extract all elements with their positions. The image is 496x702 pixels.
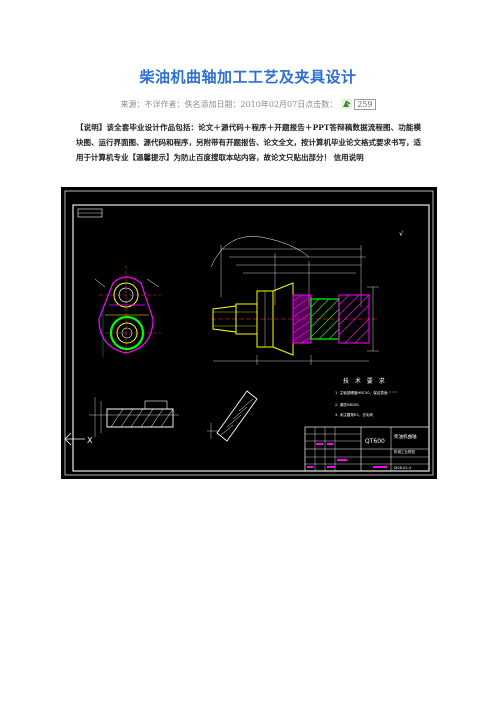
part-name: 柴油机曲轴	[394, 433, 417, 440]
hit-counter-icon	[341, 99, 353, 109]
meta-text: 来源：不详作者：佚名添加日期：2010年02月07日点击数：	[120, 100, 338, 109]
page-title: 柴油机曲轴加工工艺及夹具设计	[139, 68, 357, 86]
tech-req-title: 技 术 要 求	[343, 377, 387, 385]
axis-marker: X	[64, 432, 93, 446]
section-view-b	[207, 390, 258, 442]
tech-req-line-1: 1. 主轴颈硬度HRC50，保证表面 ^^^	[335, 390, 398, 395]
axis-label: X	[87, 436, 93, 445]
article-description: 【说明】该全套毕业设计作品包括：论文＋源代码＋程序＋开题报告＋PPT答辩稿数据流…	[76, 123, 421, 162]
cad-drawing-image: √	[61, 187, 437, 479]
section-view-a	[89, 397, 179, 437]
drawing-outer-border	[64, 190, 434, 476]
drawing-frame	[72, 204, 430, 472]
tech-req-line-3: 3. 未注圆角R2，去毛刺	[335, 412, 374, 417]
article-meta: 来源：不详作者：佚名添加日期：2010年02月07日点击数： 259	[0, 99, 496, 110]
crank-end-view	[94, 265, 161, 357]
cad-drawing-svg: √	[64, 190, 434, 476]
technical-requirements: 技 术 要 求 1. 主轴颈硬度HRC50，保证表面 ^^^ 2. 调质HB28…	[335, 377, 398, 417]
tech-req-line-2: 2. 调质HB280	[335, 402, 359, 407]
part-code: QT600	[365, 438, 385, 445]
roughness-mark: √	[399, 230, 404, 238]
school-name: 机械工业院校	[394, 449, 415, 454]
click-count: 259	[354, 99, 376, 110]
crankshaft-main-view	[210, 236, 379, 365]
title-block: QT600 柴油机曲轴 机械工业院校 JX08-02-4	[304, 426, 430, 472]
drawing-number: JX08-02-4	[393, 466, 412, 470]
